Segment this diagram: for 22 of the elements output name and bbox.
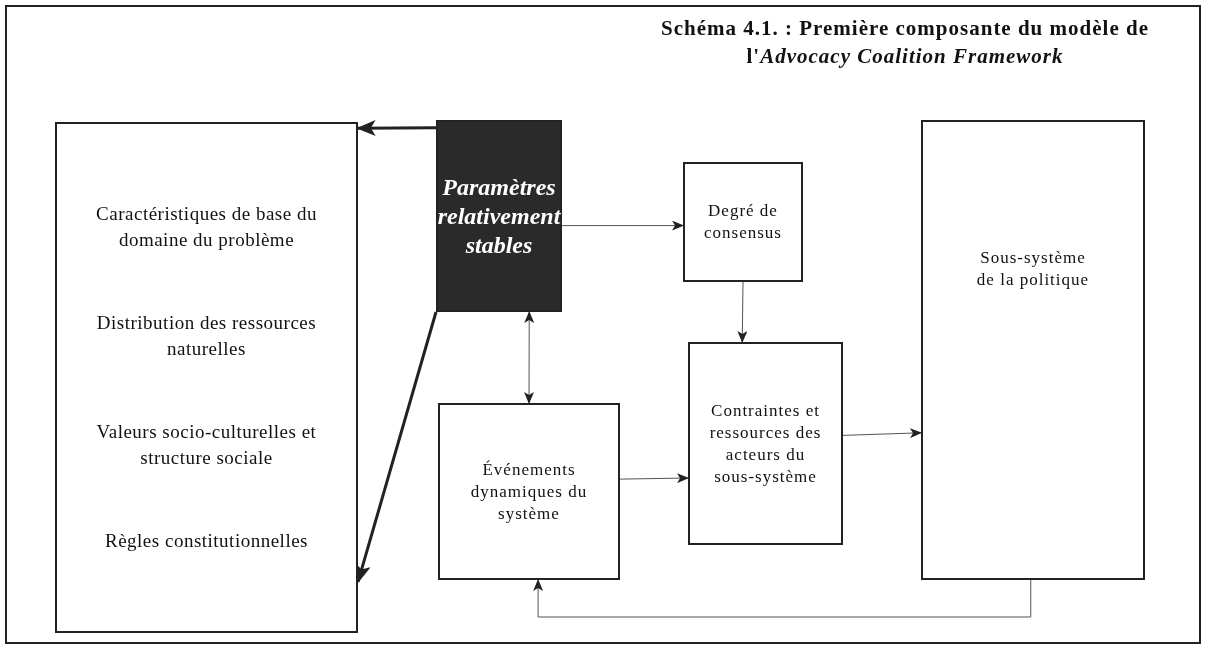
factor-list-box <box>55 122 358 633</box>
node-text: Contraintes et ressources des acteurs du sous-système <box>708 399 823 488</box>
node-text: Caractéristiques de base du domaine du problème <box>95 202 318 252</box>
arrow <box>524 311 535 404</box>
arrow <box>533 579 1032 618</box>
process-box <box>921 120 1145 580</box>
node-text: Sous-système de la politique <box>975 247 1091 291</box>
node-text: Paramètres relativement stables <box>437 172 561 260</box>
process-box <box>438 403 620 580</box>
node-text: Distribution des ressources naturelles <box>95 311 318 361</box>
node-text: Règles constitutionnelles <box>105 529 308 553</box>
arrow <box>842 428 922 439</box>
node-text: Valeurs socio-culturelles et structure sociale <box>95 420 318 470</box>
process-box <box>688 342 843 545</box>
process-box <box>683 162 803 282</box>
diagram-title: Schéma 4.1. : Première composante du modèle de l'Advocacy Coalition Framework <box>660 15 1150 70</box>
node-text: Événements dynamiques du système <box>469 458 589 525</box>
highlighted-box <box>436 120 562 312</box>
node-text: Degré de consensus <box>703 200 783 244</box>
arrow <box>561 220 684 231</box>
arrow <box>619 473 689 484</box>
arrow <box>737 281 748 343</box>
